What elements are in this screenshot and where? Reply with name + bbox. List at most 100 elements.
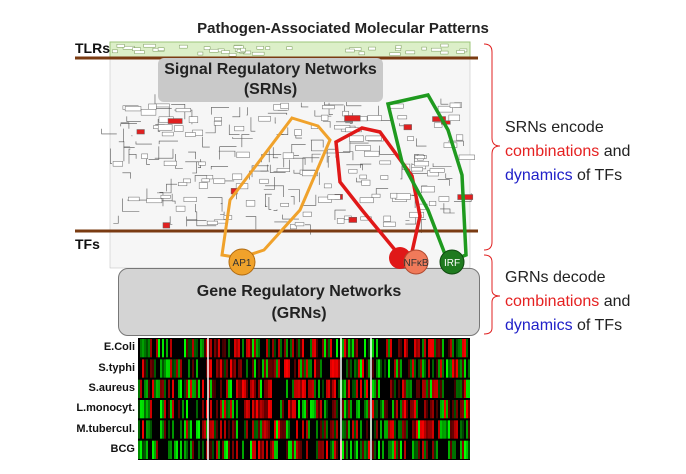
- heatmap-cell: [146, 420, 148, 439]
- heatmap-cell: [366, 400, 368, 419]
- heatmap-cell: [412, 359, 414, 378]
- wire: [158, 140, 178, 145]
- network-node: [409, 211, 424, 218]
- wire: [346, 164, 363, 171]
- heatmap-cell: [146, 379, 148, 398]
- heatmap-row-label: BCG: [110, 442, 135, 455]
- network-node: [414, 155, 426, 159]
- heatmap-cell: [242, 379, 244, 398]
- heatmap-cell: [440, 379, 442, 398]
- heatmap-cell: [366, 440, 368, 459]
- tfs-label: TFs: [75, 236, 100, 252]
- heatmap-cell: [416, 420, 418, 439]
- wire: [375, 188, 389, 196]
- heatmap-cell: [220, 379, 222, 398]
- heatmap-cell: [316, 420, 318, 439]
- heatmap-cell: [274, 339, 276, 358]
- wire: [265, 185, 284, 198]
- wire: [154, 148, 174, 159]
- heatmap-cell: [426, 440, 428, 459]
- network-node: [198, 161, 206, 166]
- network-node: [141, 153, 148, 159]
- wire: [232, 137, 253, 139]
- heatmap-cell: [150, 400, 152, 419]
- heatmap-cell: [432, 400, 434, 419]
- nfkb-pathway-outline: [334, 126, 422, 259]
- heatmap-cell: [254, 440, 256, 459]
- heatmap-cell: [178, 379, 180, 398]
- wire: [113, 215, 119, 224]
- heatmap-cell: [290, 400, 292, 419]
- heatmap-cell: [312, 379, 314, 398]
- heatmap-cell: [462, 339, 464, 358]
- heatmap-cell: [192, 379, 194, 398]
- heatmap-cell: [310, 400, 312, 419]
- heatmap-cell: [456, 359, 458, 378]
- heatmap-cell: [330, 379, 332, 398]
- heatmap-cell: [466, 379, 468, 398]
- heatmap-cell: [388, 420, 390, 439]
- heatmap-cell: [292, 339, 294, 358]
- network-node: [383, 215, 391, 222]
- heatmap-cell: [226, 400, 228, 419]
- network-node: [348, 169, 358, 174]
- heatmap-cell: [222, 359, 224, 378]
- heatmap-cell: [154, 379, 156, 398]
- wire: [346, 100, 362, 107]
- heatmap-cell: [316, 359, 318, 378]
- heatmap-cell: [172, 400, 174, 419]
- heatmap-cell: [344, 379, 346, 398]
- heatmap-cell: [372, 359, 374, 378]
- network-node: [245, 200, 256, 207]
- wire: [300, 102, 309, 108]
- heatmap-cell: [172, 379, 174, 398]
- wire: [228, 124, 240, 135]
- heatmap-cell: [394, 400, 396, 419]
- heatmap-cell: [168, 420, 170, 439]
- heatmap-cell: [438, 379, 440, 398]
- heatmap-cell: [428, 359, 430, 378]
- network-node: [421, 186, 435, 193]
- heatmap-cell: [446, 359, 448, 378]
- wire: [169, 216, 173, 225]
- heatmap-cell: [228, 339, 230, 358]
- heatmap-cell: [398, 440, 400, 459]
- wire: [273, 209, 278, 211]
- network-node: [160, 194, 171, 199]
- heatmap-cell: [396, 440, 398, 459]
- heatmap-cell: [160, 379, 162, 398]
- heatmap-cell: [226, 379, 228, 398]
- heatmap-cell: [464, 339, 466, 358]
- wire: [128, 153, 137, 159]
- network-node: [112, 161, 124, 167]
- network-node: [428, 201, 437, 206]
- heatmap-cell: [312, 400, 314, 419]
- wire: [123, 146, 131, 162]
- heatmap-cell: [304, 359, 306, 378]
- network-node: [433, 122, 443, 128]
- network-node: [334, 125, 351, 130]
- heatmap-cell: [198, 440, 200, 459]
- heatmap-cell: [284, 339, 286, 358]
- heatmap-cell: [256, 420, 258, 439]
- heatmap-cell: [346, 339, 348, 358]
- network-node: [349, 135, 364, 142]
- network-node: [379, 160, 392, 165]
- wire: [291, 144, 306, 153]
- heatmap-cell: [390, 420, 392, 439]
- heatmap-cell: [346, 379, 348, 398]
- heatmap-cell: [358, 400, 360, 419]
- network-node: [371, 193, 381, 198]
- network-node: [124, 106, 142, 112]
- wire: [311, 140, 328, 152]
- diagram-title: Pathogen-Associated Molecular Patterns: [197, 20, 489, 37]
- tlr-node: [265, 46, 271, 50]
- heatmap-cell: [218, 440, 220, 459]
- heatmap-cell: [140, 400, 142, 419]
- heatmap-cell: [336, 400, 338, 419]
- heatmap-cell: [166, 339, 168, 358]
- heatmap-cell: [158, 379, 160, 398]
- heatmap-cell: [376, 379, 378, 398]
- heatmap-cell: [292, 440, 294, 459]
